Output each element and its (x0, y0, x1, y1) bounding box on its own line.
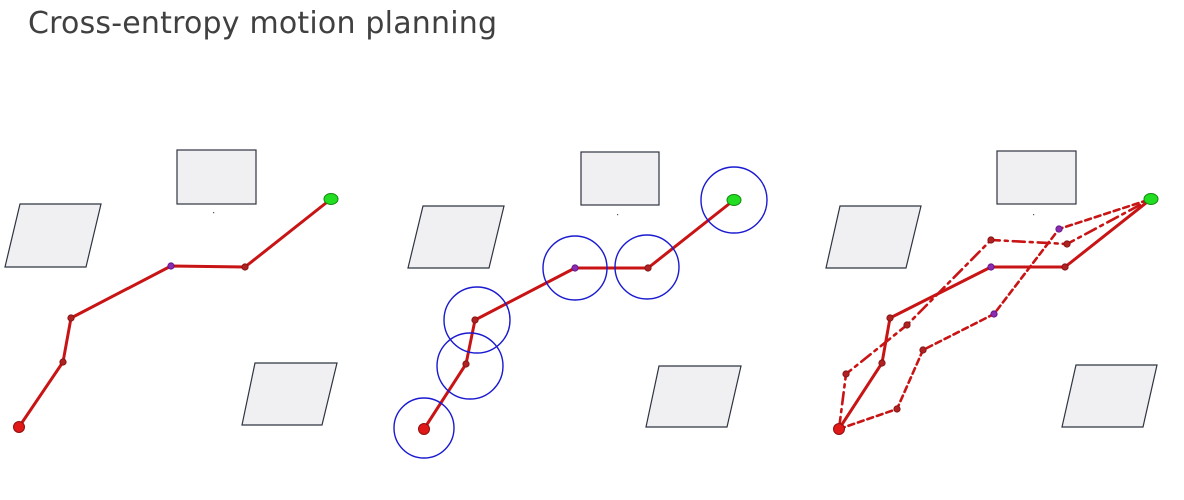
sampling-circle (614, 234, 680, 300)
waypoint-node (471, 316, 479, 324)
waypoint-node (241, 263, 249, 271)
sampling-circle (542, 235, 608, 301)
trajectory (422, 198, 736, 431)
obstacle-left (407, 205, 505, 269)
waypoint-node (990, 310, 998, 318)
sampling-circle (443, 286, 511, 354)
panel-sampled-trajectories (825, 150, 1159, 435)
obstacle-left (4, 203, 102, 268)
waypoint-node (67, 314, 75, 322)
start-node (833, 423, 845, 435)
obstacle-top (996, 150, 1077, 205)
trajectory (17, 197, 333, 429)
sampling-circle (436, 332, 504, 400)
start-node (13, 421, 25, 433)
goal-node (1143, 193, 1159, 205)
waypoint-node (919, 346, 927, 354)
waypoint-node (167, 262, 175, 270)
obstacle-top (176, 149, 257, 205)
waypoint-node (842, 370, 850, 378)
waypoint-node (893, 405, 901, 413)
waypoint-node (886, 314, 894, 322)
trajectory (837, 197, 1153, 431)
slide-title: Cross-entropy motion planning (28, 6, 498, 41)
goal-node (323, 193, 339, 205)
start-node (418, 423, 430, 435)
obstacle-bottom (645, 365, 742, 428)
waypoint-node (987, 236, 995, 244)
sampled-trajectory-dashdot (837, 197, 1153, 431)
waypoint-node (987, 263, 995, 271)
obstacle-bottom (241, 362, 338, 426)
waypoint-node (59, 358, 67, 366)
waypoint-node (1061, 263, 1069, 271)
obstacle-bottom (1061, 364, 1158, 428)
goal-node (726, 194, 742, 206)
waypoint-node (462, 360, 470, 368)
waypoint-node (644, 264, 652, 272)
waypoint-node (571, 264, 579, 272)
sampling-circle (393, 397, 455, 459)
waypoint-node (878, 359, 886, 367)
sampling-circle (700, 166, 768, 234)
waypoint-node (903, 321, 911, 329)
waypoint-node (1063, 240, 1071, 248)
panel-sampling-regions (393, 151, 768, 459)
obstacle-left (825, 205, 922, 269)
sampled-trajectory-dashed (837, 197, 1153, 431)
panel-initial-path (4, 149, 339, 433)
waypoint-node (1055, 225, 1063, 233)
obstacle-top (580, 151, 660, 206)
